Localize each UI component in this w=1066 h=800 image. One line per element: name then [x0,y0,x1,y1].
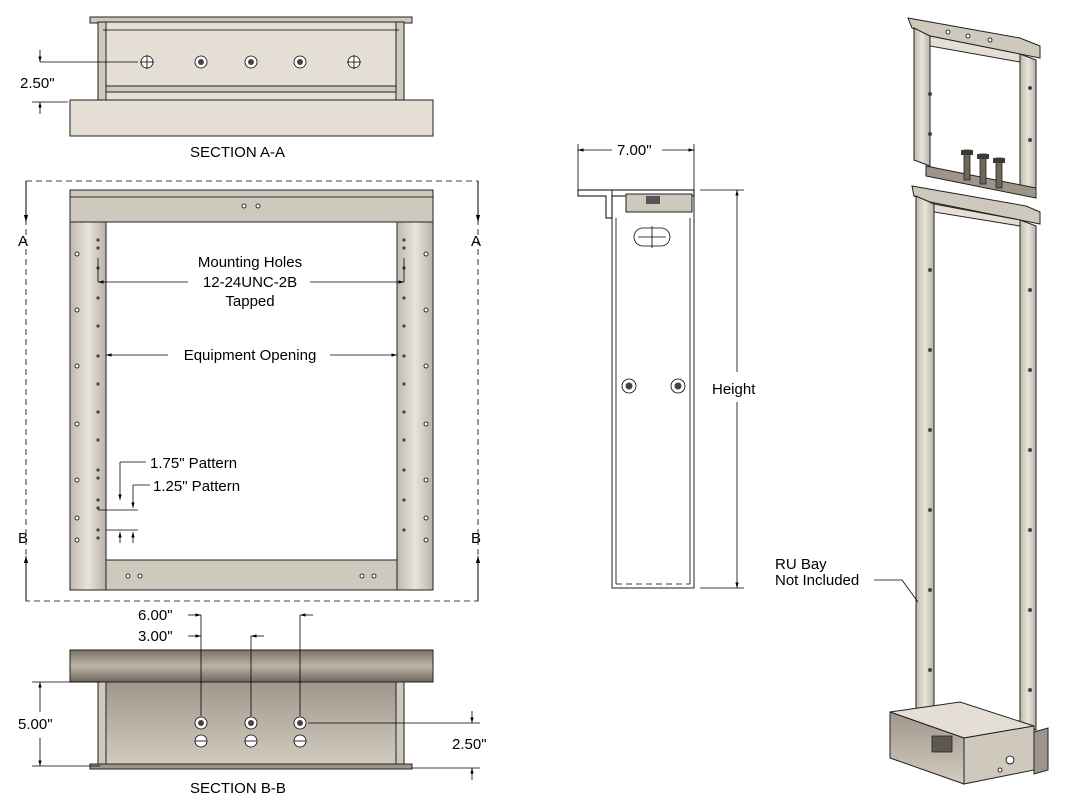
marker-a-left: A [18,233,28,250]
section-b-b-title: SECTION B-B [190,780,286,797]
front-view: A A B B Mounting Holes 12-24UNC-2B Tappe… [18,180,481,602]
mounting-holes-line3: Tapped [225,293,274,310]
dim-bottom-250-label: 2.50" [452,736,487,753]
marker-a-right: A [471,233,481,250]
dim-500-label: 5.00" [18,716,53,733]
section-b-b-view: 6.00" 3.00" 5.00" 2.50" SECTION B-B [18,607,487,797]
section-a-a-view: 2.50" SECTION A-A [20,16,434,161]
dim-700-label: 7.00" [617,142,652,159]
pattern-125-label: 1.25" Pattern [153,478,240,495]
pattern-175-label: 1.75" Pattern [150,455,237,472]
isometric-view: RU Bay Not Included [775,17,1049,785]
mounting-holes-line1: Mounting Holes [198,254,302,271]
dim-top-250-lines [32,50,138,114]
dim-height-label: Height [712,381,756,398]
side-view: 7.00" Height [577,142,756,589]
dim-top-250-label: 2.50" [20,75,55,92]
equipment-opening-label: Equipment Opening [184,347,317,364]
section-b-holes [194,716,307,748]
mounting-holes-line2: 12-24UNC-2B [203,274,297,291]
section-a-holes [140,55,361,69]
ru-bay-line2: Not Included [775,572,859,589]
ru-bay-line1: RU Bay [775,556,827,573]
iso-rail-holes [928,86,1032,692]
rail-holes-right [402,238,429,543]
marker-b-left: B [18,530,28,547]
dim-300-label: 3.00" [138,628,173,645]
marker-b-right: B [471,530,481,547]
connector-bolts [961,149,1005,189]
section-a-a-title: SECTION A-A [190,144,285,161]
dim-600-label: 6.00" [138,607,173,624]
